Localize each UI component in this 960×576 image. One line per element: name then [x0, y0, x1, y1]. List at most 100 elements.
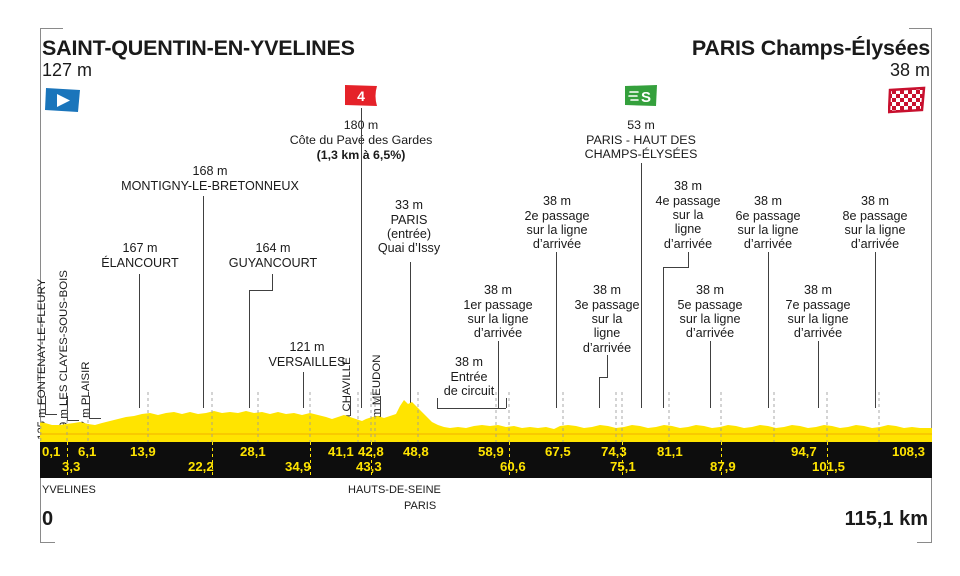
leader-passage-7: [818, 341, 819, 408]
leader-passage-4: [663, 267, 664, 408]
town-paris-entree-altitude: 33 m: [395, 198, 423, 212]
leader-versailles: [303, 372, 304, 408]
climb-name: Côte du Pavé des Gardes: [289, 133, 433, 147]
start-altitude: 127 m: [42, 60, 93, 80]
leader-guyancourt: [249, 290, 250, 408]
leader-passage-2: [556, 252, 557, 408]
town-guyancourt-name: GUYANCOURT: [228, 256, 318, 270]
km-label-top: 0,1: [42, 444, 61, 459]
passage-7-altitude: 38 m: [804, 283, 832, 297]
leader-passage-5: [710, 341, 711, 408]
climb-marker-icon: 4: [344, 84, 378, 108]
leader-clayes-foot: [67, 420, 79, 421]
leader-montigny: [203, 196, 204, 408]
finish-altitude: 38 m: [889, 60, 930, 80]
leader-meudon: [380, 396, 381, 420]
leader-paris-entree: [410, 262, 411, 408]
km-label-bottom: 22,2: [188, 459, 214, 474]
frame-corner-bottom-right: [917, 512, 932, 543]
km-label-top: 67,5: [545, 444, 571, 459]
km-label-top: 94,7: [791, 444, 817, 459]
town-montigny-name: MONTIGNY-LE-BRETONNEUX: [121, 179, 299, 193]
departement-yvelines: YVELINES: [42, 484, 96, 496]
passage-3-altitude: 38 m: [593, 283, 621, 297]
frame-corner-bottom-left: [40, 512, 55, 543]
passage-4-altitude: 38 m: [674, 179, 702, 193]
km-tick: [509, 442, 510, 478]
passage-4-text: 4e passage sur la ligne d’arrivée: [655, 194, 721, 251]
leader-passage-6: [768, 252, 769, 408]
km-distance-bar: 0,1 6,1 13,9 28,1 41,1 42,8 48,8 58,9 67…: [40, 442, 932, 478]
climb-altitude: 180 m: [343, 118, 379, 132]
passage-6-altitude: 38 m: [754, 194, 782, 208]
km-label-top: 58,9: [478, 444, 504, 459]
leader-circuit-entry-stub: [437, 398, 438, 408]
leader-elancourt: [139, 274, 140, 408]
km-tick: [721, 442, 722, 478]
km-label-top: 108,3: [892, 444, 926, 459]
distance-total: 115,1 km: [844, 508, 928, 530]
departement-hauts-de-seine: HAUTS-DE-SEINE: [348, 484, 441, 496]
leader-circuit-entry-elbow: [437, 408, 506, 409]
leader-passage-3-elbow: [599, 377, 608, 378]
leader-guyancourt-stub: [272, 274, 273, 290]
frame-rail-right: [931, 28, 932, 512]
km-label-top: 41,1: [328, 444, 354, 459]
km-label-bottom: 87,9: [710, 459, 736, 474]
town-montigny-altitude: 168 m: [192, 164, 228, 178]
town-paris-entree-name: PARIS (entrée) Quai d’Issy: [377, 213, 441, 256]
passage-5-text: 5e passage sur la ligne d’arrivée: [677, 298, 743, 341]
km-tick: [67, 442, 68, 478]
climb-leader-line: [361, 108, 362, 408]
km-tick: [212, 442, 213, 478]
passage-8-altitude: 38 m: [861, 194, 889, 208]
km-label-bottom: 34,9: [285, 459, 311, 474]
passage-6-text: 6e passage sur la ligne d’arrivée: [735, 209, 801, 252]
passage-2-text: 2e passage sur la ligne d’arrivée: [524, 209, 590, 252]
km-tick: [371, 442, 372, 478]
km-label-top: 6,1: [78, 444, 97, 459]
finish-flag-icon: [888, 86, 926, 115]
passage-1-text: 1er passage sur la ligne d’arrivée: [463, 298, 533, 341]
km-label-top: 42,8: [358, 444, 384, 459]
frame-rail-left: [40, 28, 41, 512]
leader-passage-3-stub: [607, 355, 608, 377]
circuit-entry-text: Entrée de circuit: [443, 370, 495, 399]
sprint-leader-line: [641, 163, 642, 408]
leader-plaisir-foot: [89, 418, 101, 419]
km-label-bottom: 3,3: [62, 459, 81, 474]
town-elancourt-altitude: 167 m: [122, 241, 158, 255]
leader-guyancourt-elbow: [249, 290, 273, 291]
start-flag-icon: [44, 86, 82, 115]
km-label-bottom: 43,3: [356, 459, 382, 474]
leader-fontenay-foot: [45, 414, 57, 415]
passage-8-text: 8e passage sur la ligne d’arrivée: [842, 209, 908, 252]
sprint-marker-icon: S: [624, 84, 658, 108]
town-guyancourt-altitude: 164 m: [255, 241, 291, 255]
elevation-profile-area: [40, 392, 932, 442]
finish-city-title: PARIS Champs-Élysées: [691, 36, 930, 60]
town-versailles-altitude: 121 m: [289, 340, 325, 354]
departement-paris: PARIS: [404, 500, 437, 512]
leader-passage-1: [498, 341, 499, 408]
passage-7-text: 7e passage sur la ligne d’arrivée: [785, 298, 851, 341]
km-label-bottom: 75,1: [610, 459, 636, 474]
km-tick: [622, 442, 623, 478]
leader-passage-4-stub: [688, 252, 689, 267]
distance-start: 0: [42, 508, 54, 530]
svg-text:S: S: [641, 89, 651, 106]
passage-5-altitude: 38 m: [696, 283, 724, 297]
leader-chaville: [350, 396, 351, 416]
leader-fontenay: [45, 396, 46, 414]
leader-passage-8: [875, 252, 876, 408]
circuit-entry-altitude: 38 m: [455, 355, 483, 369]
passage-2-altitude: 38 m: [543, 194, 571, 208]
km-label-bottom: 60,6: [500, 459, 526, 474]
sprint-name: PARIS - HAUT DES CHAMPS-ÉLYSÉES: [584, 133, 698, 161]
leader-passage-3: [599, 377, 600, 408]
passage-1-altitude: 38 m: [484, 283, 512, 297]
town-elancourt-name: ÉLANCOURT: [101, 256, 179, 270]
start-city-title: SAINT-QUENTIN-EN-YVELINES: [42, 36, 355, 60]
passage-3-text: 3e passage sur la ligne d’arrivée: [574, 298, 640, 355]
